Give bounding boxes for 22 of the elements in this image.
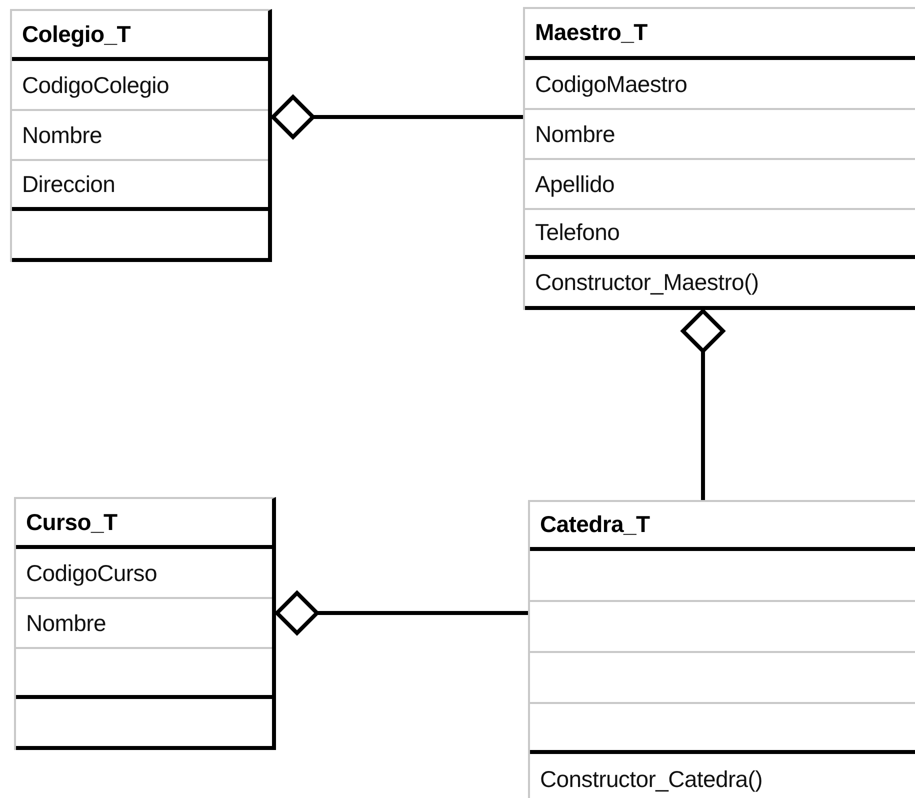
attribute-text: Direccion xyxy=(22,170,116,198)
class-box xyxy=(14,497,276,750)
class-box xyxy=(523,7,915,310)
aggregation-connector xyxy=(271,95,523,139)
class-name: Curso_T xyxy=(26,508,118,536)
attribute-text: Nombre xyxy=(22,122,102,148)
aggregation-connector xyxy=(275,591,528,635)
attribute-text: Nombre xyxy=(535,120,616,148)
method-text: Constructor_Catedra() xyxy=(540,766,763,792)
attribute-text: Nombre xyxy=(26,610,106,636)
class-box xyxy=(10,9,272,262)
aggregation-connector xyxy=(681,309,725,500)
class-name: Maestro_T xyxy=(535,19,648,46)
class-box xyxy=(528,500,915,798)
class-name: Colegio_T xyxy=(22,20,130,48)
attribute-text: Apellido xyxy=(535,170,614,198)
class-name: Catedra_T xyxy=(540,511,650,538)
method-text: Constructor_Maestro() xyxy=(535,269,759,296)
attribute-text: Telefono xyxy=(535,219,620,246)
attribute-text: CodigoCurso xyxy=(26,560,157,586)
attribute-text: CodigoMaestro xyxy=(535,70,688,98)
attribute-text: CodigoColegio xyxy=(22,72,169,98)
